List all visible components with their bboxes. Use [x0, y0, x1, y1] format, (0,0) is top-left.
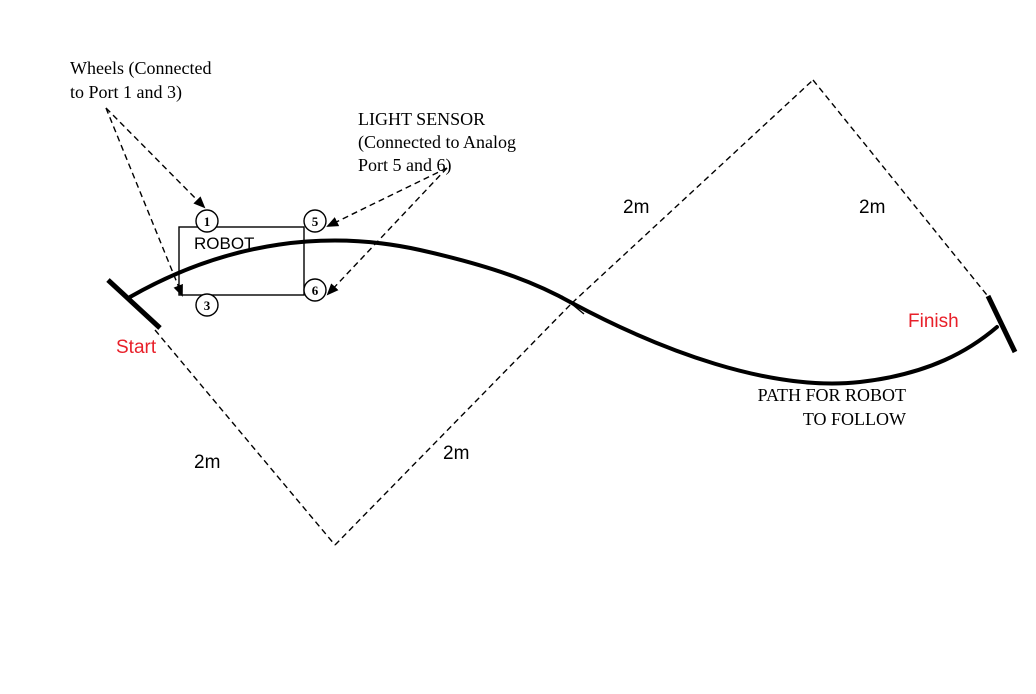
port-5: 5: [303, 209, 327, 233]
sensor-label-line3: Port 5 and 6): [358, 155, 452, 176]
guide-lower-right: [334, 302, 573, 546]
distance-label-upper-left: 2m: [623, 197, 649, 218]
start-label: Start: [116, 337, 157, 358]
wheel-arrow-front: [105, 107, 206, 209]
port-3: 3: [195, 293, 219, 317]
robot-label: ROBOT: [194, 234, 254, 253]
sensor-arrow-front: [326, 167, 448, 227]
port-6-label: 6: [312, 283, 319, 298]
sensor-label-line2: (Connected to Analog: [358, 132, 516, 153]
port-6: 6: [303, 278, 327, 302]
start-bar: [106, 278, 162, 330]
port-1: 1: [195, 209, 219, 233]
robot-path: [128, 238, 999, 386]
wheel-arrow-rear: [105, 107, 183, 297]
port-3-label: 3: [204, 298, 211, 313]
finish-bar: [985, 294, 1018, 354]
guide-upper-left: [571, 79, 814, 304]
distance-label-lower-right: 2m: [443, 443, 469, 464]
sensor-arrow-rear: [326, 167, 448, 296]
distance-label-lower-left: 2m: [194, 452, 220, 473]
finish-label: Finish: [908, 311, 959, 332]
guide-lower-left: [154, 329, 336, 546]
port-1-label: 1: [204, 214, 211, 229]
distance-label-upper-right: 2m: [859, 197, 885, 218]
path-label-line2: TO FOLLOW: [803, 409, 906, 429]
port-5-label: 5: [312, 214, 319, 229]
guide-upper-right: [812, 79, 996, 306]
wheels-label-line1: Wheels (Connected: [70, 58, 211, 79]
wheels-label-line2: to Port 1 and 3): [70, 82, 182, 103]
path-label-line1: PATH FOR ROBOT: [758, 385, 906, 405]
sensor-label-line1: LIGHT SENSOR: [358, 109, 485, 129]
robot-box: [178, 226, 305, 296]
